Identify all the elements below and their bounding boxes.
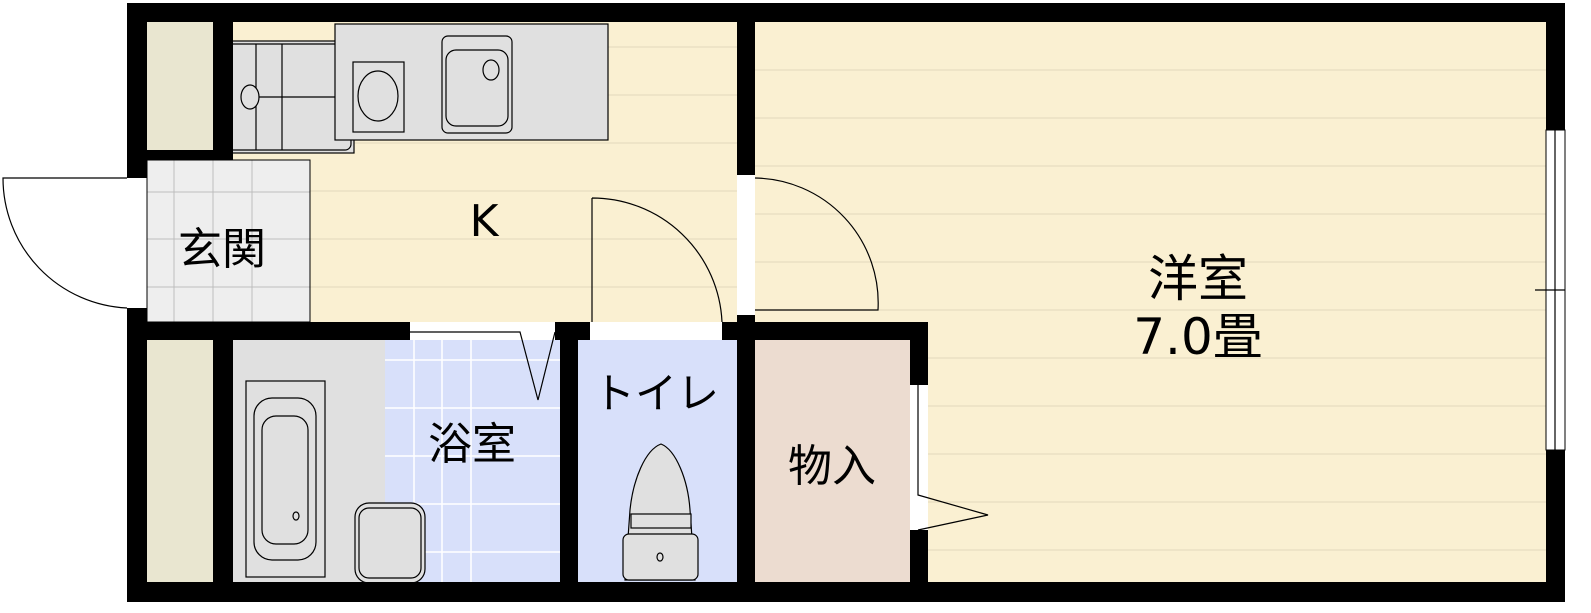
western-room-floor (755, 22, 1546, 322)
western-room-size: 7.0畳 (1133, 308, 1263, 366)
western-room-label: 洋室 (1148, 250, 1248, 308)
washbasin-icon (354, 502, 426, 584)
room-door-swing (754, 177, 879, 311)
walls (127, 3, 1565, 602)
kitchen-sink-icon (334, 23, 609, 141)
bathtub-icon (245, 380, 326, 578)
bathroom-folding-door (410, 331, 556, 401)
entrance-label: 玄関 (178, 224, 266, 275)
bathroom-label: 浴室 (428, 419, 516, 470)
toilet-icon (622, 443, 699, 581)
closet-lower (147, 340, 213, 582)
western-room-floor-lower (928, 322, 1546, 582)
room-labels: 玄関 K 洋室 7.0畳 浴室 トイレ 物入 (178, 196, 1263, 492)
storage-label: 物入 (788, 441, 876, 492)
doors (2, 177, 989, 531)
closet-upper (147, 22, 213, 150)
window (1535, 129, 1566, 451)
toilet-label: トイレ (593, 369, 719, 418)
toilet-door-swing (591, 197, 723, 323)
entrance-door-swing (2, 177, 128, 309)
storage-floor (755, 340, 910, 582)
kitchen-label: K (470, 196, 500, 247)
gas-stove-icon (222, 40, 355, 154)
storage-folding-door (917, 385, 989, 531)
